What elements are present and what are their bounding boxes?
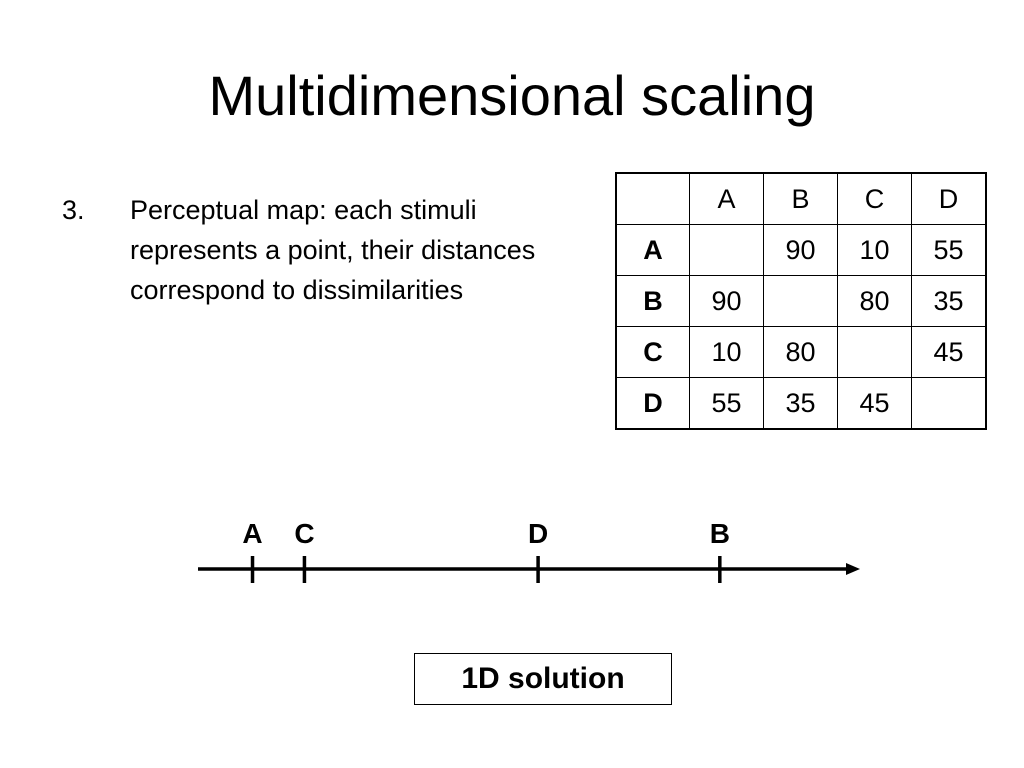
- matrix-cell: 45: [837, 377, 912, 430]
- matrix-cell: [837, 326, 912, 378]
- matrix-cell: 90: [689, 275, 764, 327]
- bullet-number: 3.: [62, 195, 85, 225]
- matrix-cell: 55: [689, 377, 764, 430]
- solution-label-box: 1D solution: [414, 653, 672, 705]
- slide-title: Multidimensional scaling: [208, 64, 816, 127]
- matrix-row-header: A: [615, 224, 690, 276]
- matrix-row: C 10 80 45: [615, 326, 987, 378]
- matrix-cell: 10: [837, 224, 912, 276]
- matrix-corner-cell: [615, 172, 690, 225]
- matrix-col-header: D: [911, 172, 987, 225]
- matrix-row-header: C: [615, 326, 690, 378]
- dissimilarity-matrix: A B C D A 90 10 55 B 90 80 35 C 10 80 45…: [615, 172, 987, 430]
- matrix-cell: [689, 224, 764, 276]
- matrix-cell: 35: [911, 275, 987, 327]
- matrix-row: D 55 35 45: [615, 377, 987, 430]
- matrix-cell: [911, 377, 987, 430]
- matrix-cell: 55: [911, 224, 987, 276]
- matrix-cell: 45: [911, 326, 987, 378]
- matrix-cell: 35: [763, 377, 838, 430]
- axis-arrowhead: [846, 563, 860, 575]
- axis-point-label: D: [528, 518, 548, 549]
- matrix-cell: 10: [689, 326, 764, 378]
- matrix-cell: 80: [837, 275, 912, 327]
- axis-point-label: A: [242, 518, 262, 549]
- matrix-cell: 90: [763, 224, 838, 276]
- axis-point-label: B: [710, 518, 730, 549]
- matrix-row-header: B: [615, 275, 690, 327]
- bullet-text: Perceptual map: each stimuli represents …: [130, 195, 536, 305]
- axis-point-label: C: [294, 518, 314, 549]
- matrix-header-row: A B C D: [615, 172, 987, 225]
- matrix-row: A 90 10 55: [615, 224, 987, 276]
- matrix-row: B 90 80 35: [615, 275, 987, 327]
- matrix-col-header: C: [837, 172, 912, 225]
- matrix-cell: 80: [763, 326, 838, 378]
